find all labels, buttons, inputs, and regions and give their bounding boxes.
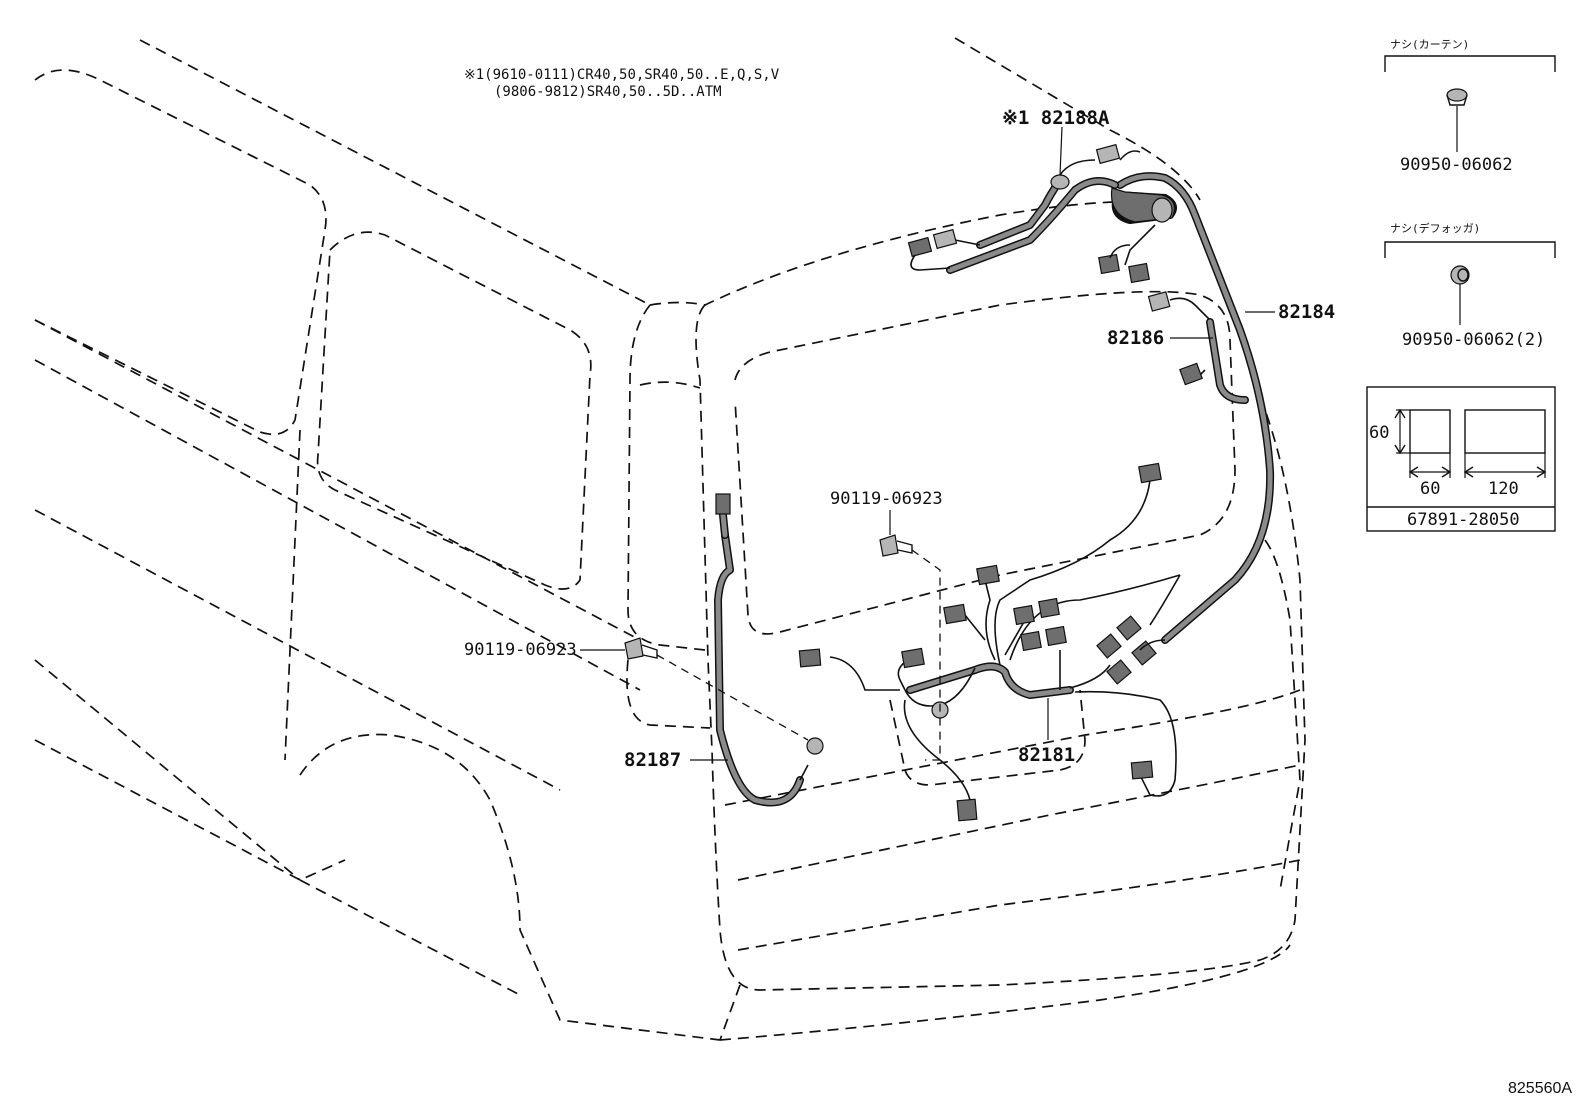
part-label-82187: 82187 (624, 749, 681, 771)
bolt-upper (879, 534, 941, 761)
applicability-note-line1: ※1(9610-0111)CR40,50,SR40,50..E,Q,S,V (464, 67, 780, 83)
applicability-note-line2: (9806-9812)SR40,50..5D..ATM (494, 84, 722, 100)
side-part-defogger: ナシ(デフォッガ) 90950-06062(2) (1384, 221, 1556, 350)
part-label-82186: 82186 (1107, 327, 1164, 349)
leader-lines (580, 126, 1275, 761)
harness-82184-connectors (1098, 224, 1156, 284)
dim-width-a: 60 (1420, 479, 1440, 499)
part-label-caution-label: 67891-28050 (1407, 510, 1520, 530)
part-label-curtain-grommet: 90950-06062 (1400, 155, 1513, 175)
side-part-curtain: ナシ(カーテン) 90950-06062 (1384, 38, 1556, 175)
grommet-icon (1446, 88, 1468, 102)
part-label-bolt-upper: 90119-06923 (830, 489, 943, 509)
part-label-82184: 82184 (1278, 301, 1335, 323)
part-label-82188a: ※1 82188A (1002, 107, 1110, 129)
figure-id: 825560A (1508, 1080, 1572, 1097)
dim-height: 60 (1369, 423, 1389, 443)
part-label-defogger-grommet: 90950-06062(2) (1402, 330, 1545, 350)
harness-82187 (714, 493, 824, 807)
bolt-lower (624, 637, 809, 741)
vehicle-body-outline (34, 37, 1306, 1041)
defogger-header: ナシ(デフォッガ) (1390, 221, 1480, 235)
harness-82188a (907, 143, 1141, 271)
side-part-label-box: 60 60 120 67891-28050 (1366, 386, 1556, 532)
harness-82184 (946, 172, 1275, 644)
dim-width-b: 120 (1488, 479, 1519, 499)
harness-82181 (798, 462, 1181, 822)
harness-82186 (1147, 291, 1249, 404)
grommet-icon (1450, 265, 1470, 285)
curtain-header: ナシ(カーテン) (1390, 38, 1469, 51)
part-label-82181: 82181 (1018, 744, 1075, 766)
callout-labels: ※1(9610-0111)CR40,50,SR40,50..E,Q,S,V (9… (464, 67, 1335, 771)
part-label-bolt-lower: 90119-06923 (464, 640, 577, 660)
